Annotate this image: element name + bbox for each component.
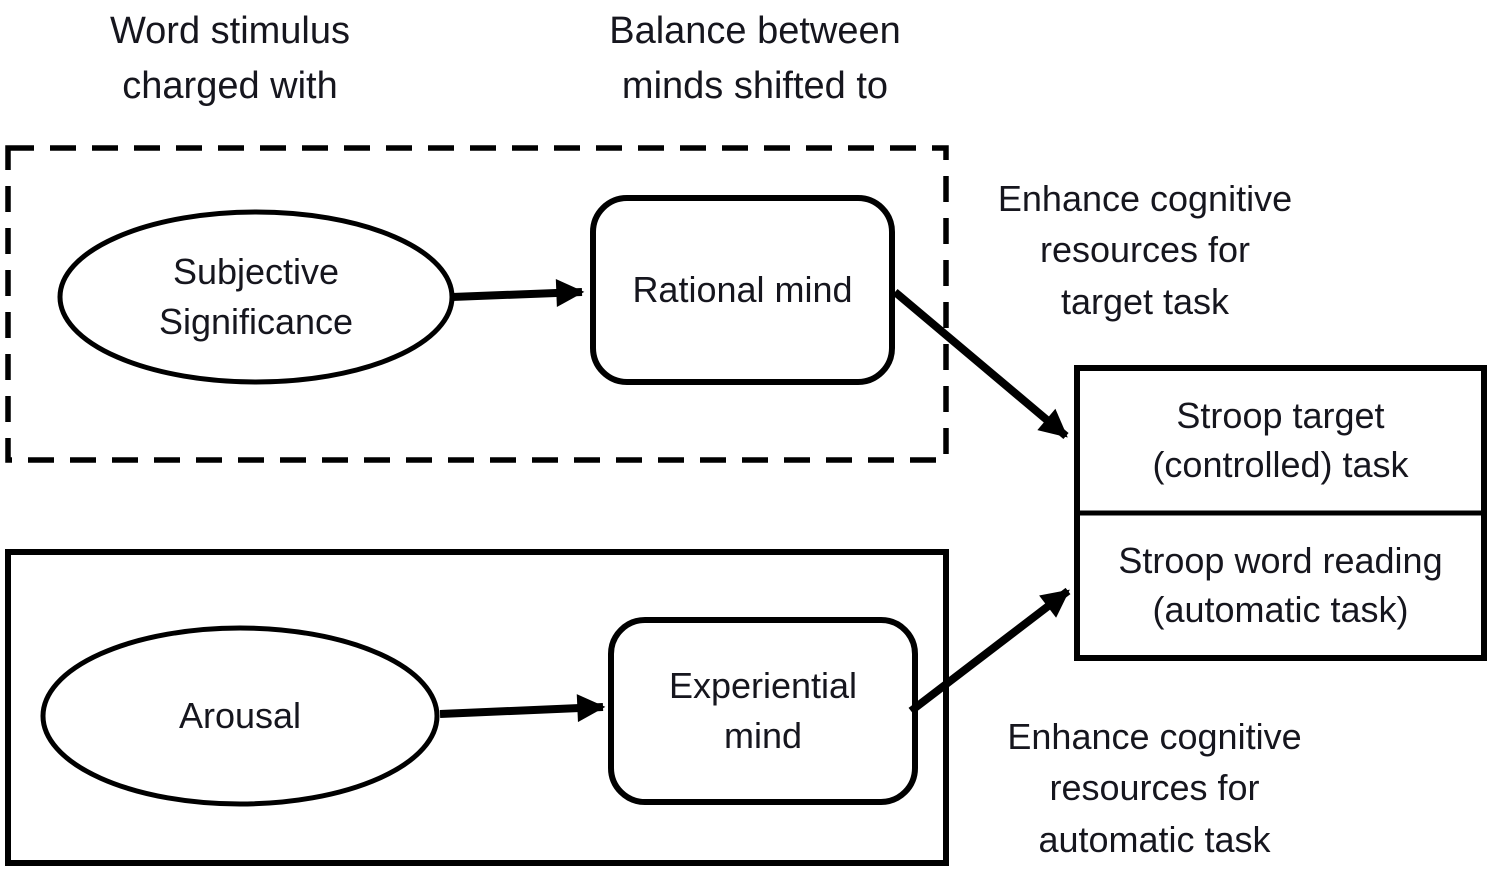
rational-mind-box (590, 195, 895, 385)
header-balance-between-minds: Balance between minds shifted to (609, 9, 901, 107)
subjective-significance-label: Subjective Significance (158, 250, 354, 342)
stroop-controlled-task-label: Stroop target (controlled) task (1152, 395, 1409, 485)
arousal-group-box (5, 549, 949, 866)
arousal-ellipse (40, 625, 440, 807)
enhance-target-task-annotation: Enhance cognitive resources for target t… (997, 178, 1293, 322)
enhance-automatic-task-annotation: Enhance cognitive resources for automati… (1007, 716, 1302, 860)
significance-group-box (5, 145, 949, 463)
header-word-stimulus: Word stimulus charged with (109, 9, 351, 107)
arrow-rational-to-stroop-target (892, 288, 1069, 440)
stroop-automatic-task-label: Stroop word reading (automatic task) (1118, 540, 1443, 630)
arousal-label: Arousal (178, 694, 302, 736)
rational-mind-label: Rational mind (632, 268, 853, 310)
experiential-mind-label: Experiential mind (668, 664, 858, 756)
arrow-experiential-to-stroop-word (908, 587, 1071, 715)
arrow-arousal-to-experiential (439, 694, 606, 723)
arrow-significance-to-rational (451, 278, 585, 307)
